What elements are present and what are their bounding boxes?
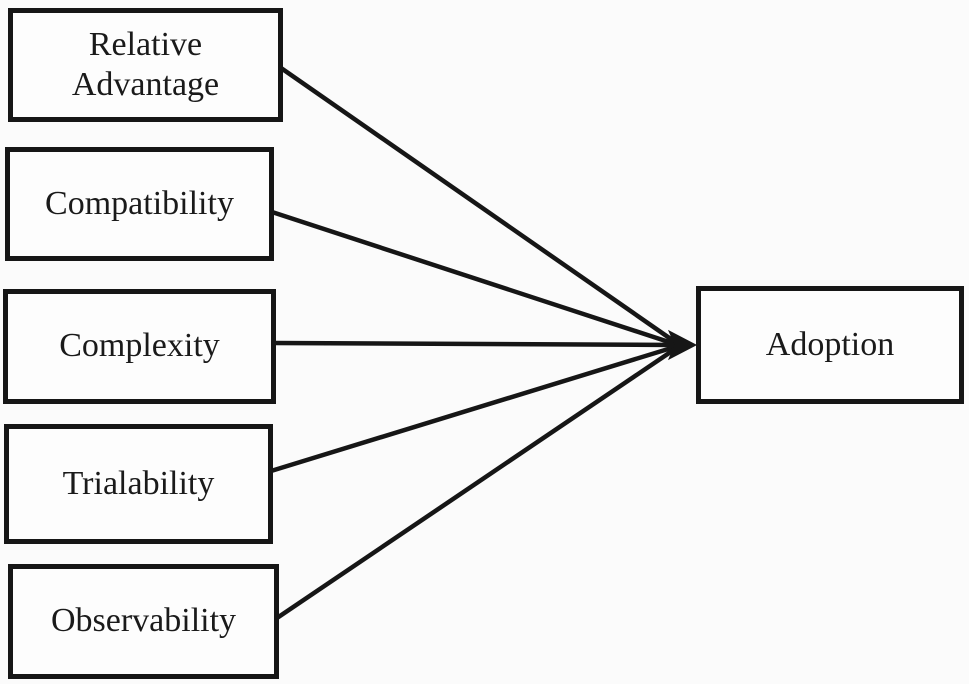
node-complexity: Complexity [3,289,276,404]
node-label: Adoption [765,325,895,363]
node-label: Trialability [62,464,215,502]
node-label: Relative Advantage [71,25,220,103]
edge-relative-advantage-adoption [278,65,681,347]
node-adoption: Adoption [696,286,964,404]
node-label: Compatibility [45,184,234,222]
node-trialability: Trialability [4,424,273,544]
edge-observability-adoption [274,344,681,621]
node-compatibility: Compatibility [5,147,274,261]
node-label: Complexity [59,327,220,365]
edge-complexity-adoption [271,340,681,348]
edge-compatibility-adoption [269,209,681,348]
node-label: Observability [50,602,237,640]
arrowhead-icon [667,329,698,361]
edge-trialability-adoption [268,343,681,474]
node-relative-advantage: Relative Advantage [8,8,283,122]
node-observability: Observability [8,564,279,679]
